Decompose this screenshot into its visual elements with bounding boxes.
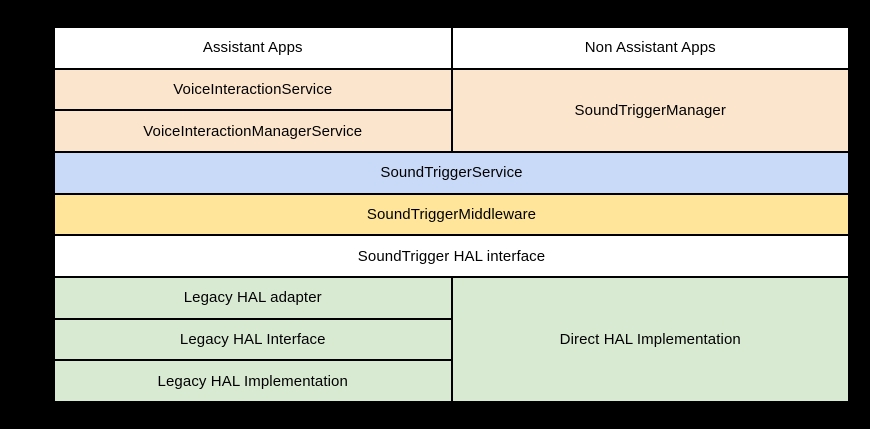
cell-voice-interaction-manager-service: VoiceInteractionManagerService [55,111,451,151]
cell-label: Assistant Apps [202,39,303,57]
cell-label: Legacy HAL Implementation [157,372,348,390]
soundtrigger-stack-diagram: Assistant Apps Non Assistant Apps VoiceI… [53,26,850,403]
cell-label: SoundTriggerMiddleware [366,205,537,223]
cell-label: VoiceInteractionManagerService [143,122,363,140]
cell-legacy-hal-interface: Legacy HAL Interface [55,319,451,360]
cell-label: Legacy HAL adapter [183,289,322,307]
cell-non-assistant-apps: Non Assistant Apps [452,28,848,68]
cell-label: VoiceInteractionService [173,80,333,98]
cell-label: SoundTriggerManager [574,101,726,119]
cell-label: Direct HAL Implementation [559,331,741,348]
cell-sound-trigger-manager: SoundTriggerManager [452,69,848,151]
cell-sound-trigger-service: SoundTriggerService [55,153,848,193]
cell-label: SoundTriggerService [380,164,523,182]
cell-soundtrigger-hal-interface: SoundTrigger HAL interface [55,236,848,276]
cell-voice-interaction-service: VoiceInteractionService [55,69,451,110]
cell-label: SoundTrigger HAL interface [357,247,546,265]
cell-label: Legacy HAL Interface [179,330,326,348]
cell-direct-hal-implementation: Direct HAL Implementation [452,278,848,401]
cell-label: Non Assistant Apps [584,39,716,57]
cell-assistant-apps: Assistant Apps [55,28,451,68]
cell-sound-trigger-middleware: SoundTriggerMiddleware [55,194,848,235]
cell-legacy-hal-implementation: Legacy HAL Implementation [55,361,451,401]
cell-legacy-hal-adapter: Legacy HAL adapter [55,278,451,318]
